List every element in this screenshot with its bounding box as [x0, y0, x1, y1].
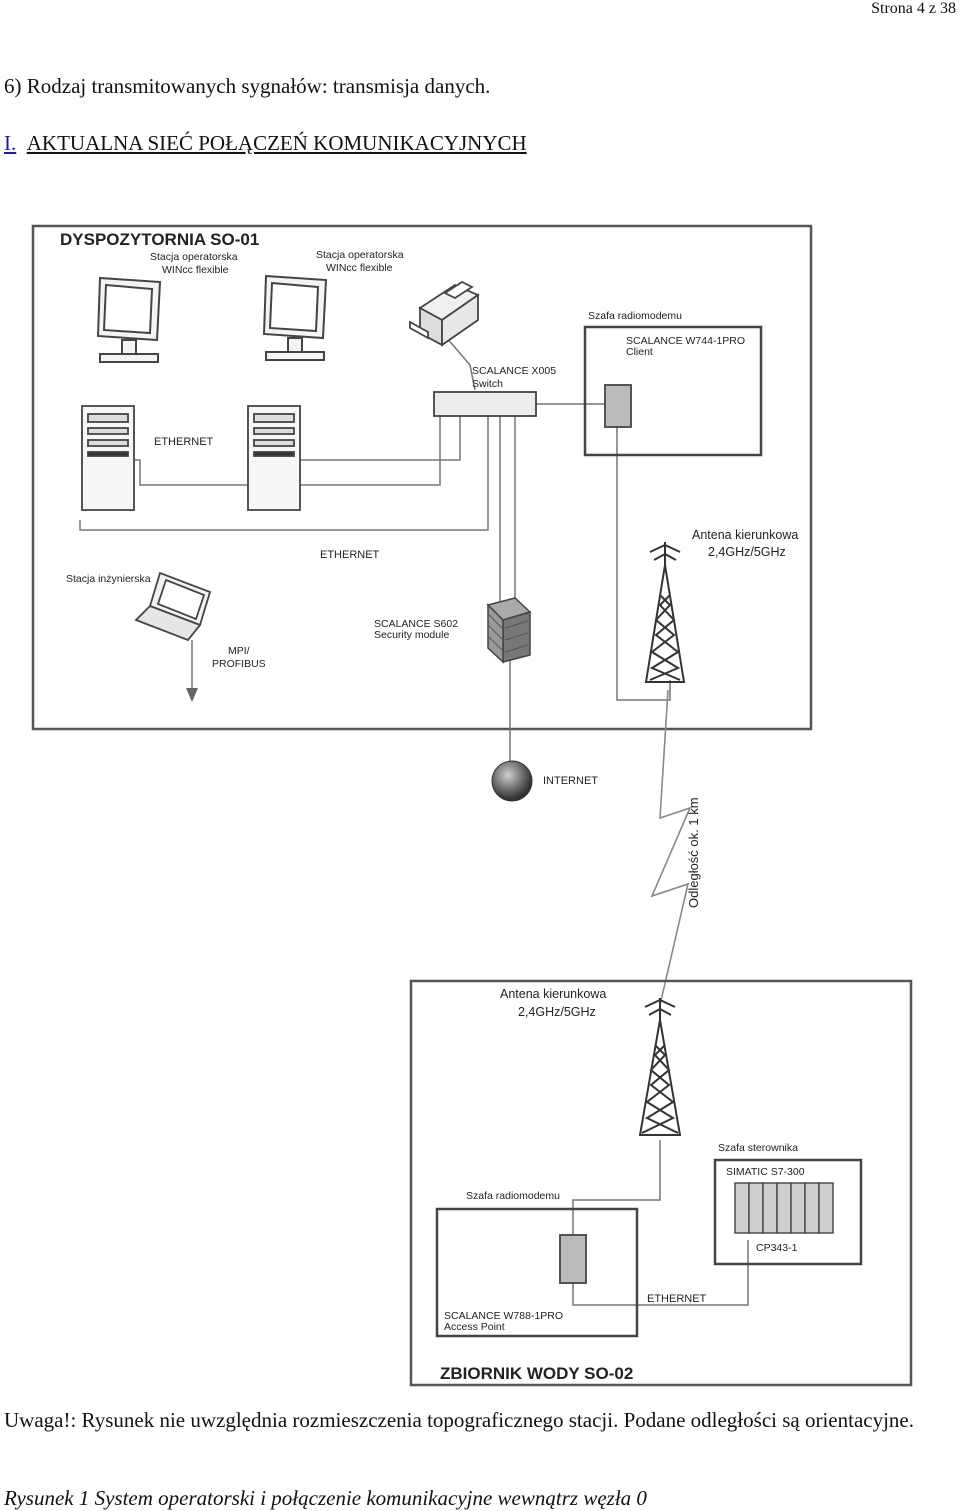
note-text: Uwaga!: Rysunek nie uwzględnia rozmieszc…	[4, 1408, 914, 1432]
heading-number: I.	[4, 131, 17, 155]
radio-link-icon	[650, 689, 692, 1006]
top-antenna-line1: Antena kierunkowa	[692, 528, 798, 542]
firewall-icon	[486, 597, 532, 664]
antenna-tower-icon-top	[644, 542, 686, 683]
heading-title: AKTUALNA SIEĆ POŁĄCZEŃ KOMUNIKACYJNYCH	[26, 131, 527, 155]
switch-line2: Switch	[472, 378, 503, 390]
top-radio-cabinet-title: Szafa radiomodemu	[588, 310, 682, 322]
ethernet-label-2: ETHERNET	[320, 549, 380, 561]
top-zone-title: DYSPOZYTORNIA SO-01	[60, 230, 259, 249]
page-number: Strona 4 z 38	[871, 0, 956, 17]
pc-tower-icon-1	[81, 405, 135, 511]
access-point-line2: Access Point	[444, 1321, 505, 1333]
bottom-ethernet-label: ETHERNET	[647, 1293, 707, 1305]
switch-line1: SCALANCE X005	[472, 365, 556, 377]
engineering-station-label: Stacja inżynierska	[66, 573, 151, 585]
laptop-icon	[134, 571, 212, 642]
access-point-module	[559, 1234, 587, 1284]
ethernet-label-1: ETHERNET	[154, 436, 214, 448]
security-line1: SCALANCE S602	[374, 618, 458, 630]
distance-label: Odległość ok. 1 km	[686, 797, 701, 908]
bottom-radio-cabinet-label: Szafa radiomodemu	[466, 1190, 560, 1202]
figure-caption: Rysunek 1 System operatorski i połączeni…	[4, 1486, 647, 1510]
bottom-antenna-line2: 2,4GHz/5GHz	[518, 1005, 596, 1019]
monitor-icon-1	[96, 276, 162, 363]
cp-label: CP343-1	[756, 1242, 798, 1254]
section-heading: I. AKTUALNA SIEĆ POŁĄCZEŃ KOMUNIKACYJNYC…	[4, 131, 527, 156]
printer-icon	[409, 280, 480, 347]
top-radio-cabinet-line1: SCALANCE W744-1PRO	[626, 335, 745, 347]
internet-label: INTERNET	[543, 775, 598, 787]
antenna-tower-icon-bottom	[638, 998, 682, 1136]
station2-line2: WINcc flexible	[326, 262, 393, 274]
section-6-text: 6) Rodzaj transmitowanych sygnałów: tran…	[4, 74, 491, 98]
switch-device	[433, 391, 537, 417]
top-radio-cabinet-frame	[583, 325, 763, 457]
security-line2: Security module	[374, 629, 449, 641]
top-antenna-line2: 2,4GHz/5GHz	[708, 545, 786, 559]
plc-rack-icon	[734, 1182, 834, 1234]
bottom-zone-connections	[572, 1140, 749, 1306]
internet-globe-icon	[491, 760, 533, 802]
station1-line1: Stacja operatorska	[150, 251, 238, 263]
network-diagram: DYSPOZYTORNIA SO-01	[31, 224, 913, 1387]
plc-label: SIMATIC S7-300	[726, 1166, 805, 1178]
mpi-line1: MPI/	[228, 645, 250, 657]
bottom-radio-cabinet-frame	[435, 1207, 639, 1338]
mpi-arrow-icon	[186, 688, 198, 702]
controller-cabinet-label: Szafa sterownika	[718, 1142, 798, 1154]
top-zone-frame	[31, 224, 813, 731]
client-radio-module	[604, 384, 632, 428]
bottom-zone-title: ZBIORNIK WODY SO-02	[440, 1364, 633, 1383]
access-point-line1: SCALANCE W788-1PRO	[444, 1310, 563, 1322]
monitor-icon-2	[262, 274, 328, 361]
controller-cabinet-frame	[713, 1158, 863, 1266]
station2-line1: Stacja operatorska	[316, 249, 404, 261]
station1-line2: WINcc flexible	[162, 264, 229, 276]
pc-tower-icon-2	[247, 405, 301, 511]
bottom-zone-frame	[409, 979, 913, 1387]
top-radio-cabinet-line2: Client	[626, 346, 653, 358]
bottom-antenna-line1: Antena kierunkowa	[500, 987, 606, 1001]
mpi-line2: PROFIBUS	[212, 658, 266, 670]
